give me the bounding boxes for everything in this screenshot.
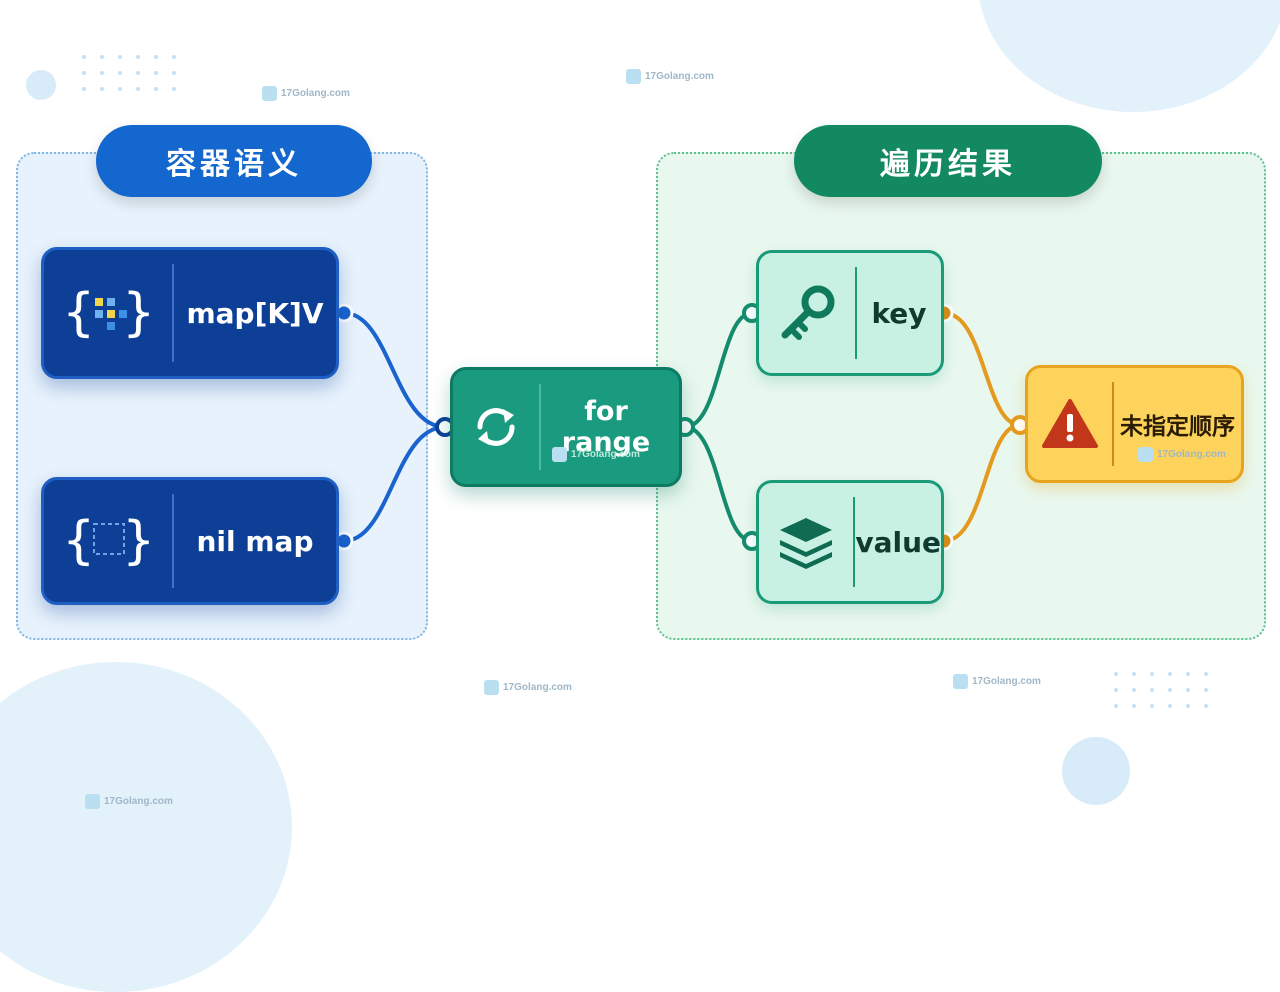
link-range-to-key xyxy=(684,311,753,429)
svg-text:{: { xyxy=(63,511,94,571)
result-group-title: 遍历结果 xyxy=(794,125,1102,197)
layers-icon xyxy=(759,512,853,572)
svg-text:}: } xyxy=(123,283,153,343)
watermark-logo: 17Golang.com xyxy=(1138,447,1226,462)
watermark-logo: 17Golang.com xyxy=(626,69,714,84)
link-key-to-unordered xyxy=(943,311,1021,427)
link-range-to-value xyxy=(684,425,753,543)
decor-circle-small-left xyxy=(26,70,56,100)
nil-map-node[interactable]: { } nil map xyxy=(41,477,339,605)
decor-dots-bottom xyxy=(1114,672,1222,720)
warning-icon xyxy=(1028,398,1112,450)
decor-dots-top xyxy=(82,55,190,103)
watermark-logo: 17Golang.com xyxy=(953,674,1041,689)
braces-empty-icon: { } xyxy=(44,508,172,574)
link-value-to-unordered xyxy=(943,423,1021,543)
container-group-title: 容器语义 xyxy=(96,125,372,197)
node-separator xyxy=(853,497,856,587)
value-label: value xyxy=(855,525,941,559)
svg-text:{: { xyxy=(63,283,94,343)
braces-grid-icon: { } xyxy=(44,280,172,346)
key-icon xyxy=(759,282,855,344)
watermark-logo: 17Golang.com xyxy=(484,680,572,695)
link-map-to-range xyxy=(343,311,446,429)
node-separator xyxy=(855,267,857,359)
for-range-node[interactable]: for range xyxy=(450,367,682,487)
node-separator xyxy=(172,264,174,362)
value-node[interactable]: value xyxy=(756,480,944,604)
map-type-label: map[K]V xyxy=(186,296,324,330)
nil-map-label: nil map xyxy=(196,524,314,558)
key-node[interactable]: key xyxy=(756,250,944,376)
watermark-logo: 17Golang.com xyxy=(85,794,173,809)
unordered-node[interactable]: 未指定顺序 xyxy=(1025,365,1244,483)
svg-text:}: } xyxy=(123,511,153,571)
watermark-logo: 17Golang.com xyxy=(262,86,350,101)
map-type-node[interactable]: { } map[K]V xyxy=(41,247,339,379)
node-separator xyxy=(539,384,541,470)
unordered-label: 未指定顺序 xyxy=(1120,414,1235,440)
key-label: key xyxy=(871,296,927,330)
for-range-label: for range xyxy=(561,396,651,458)
node-separator xyxy=(172,494,174,588)
watermark-logo: 17Golang.com xyxy=(552,447,640,462)
decor-circle-small-right xyxy=(1062,737,1130,805)
node-separator xyxy=(1112,382,1114,466)
refresh-icon xyxy=(453,401,539,453)
link-nil-to-range xyxy=(343,425,446,543)
